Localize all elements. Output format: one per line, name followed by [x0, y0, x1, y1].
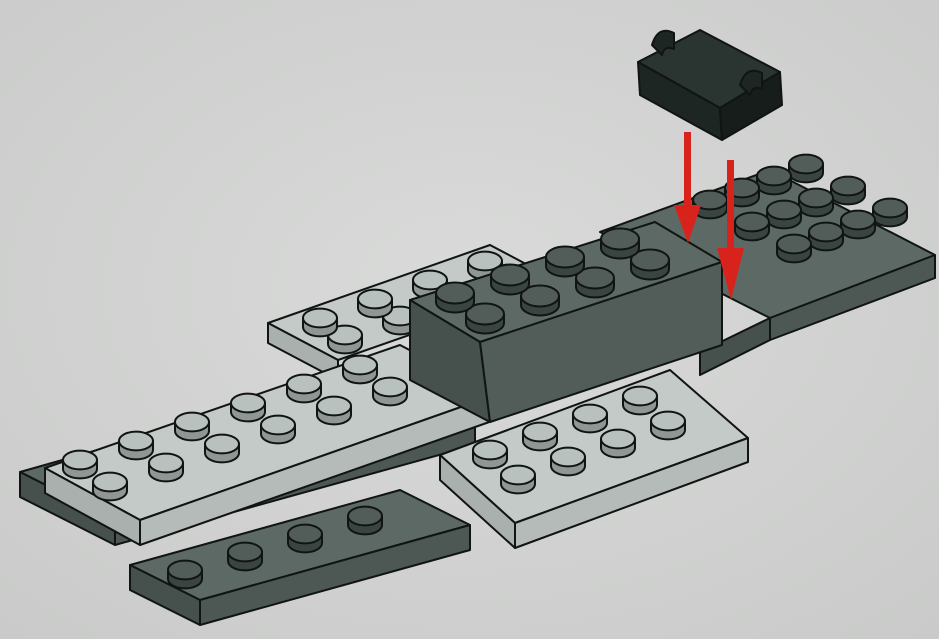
stud: [287, 375, 321, 403]
stud: [63, 451, 97, 479]
stud: [809, 223, 843, 251]
stud: [573, 405, 607, 433]
stud: [303, 309, 337, 337]
stud: [799, 189, 833, 217]
stud: [601, 430, 635, 458]
stud: [651, 412, 685, 440]
stud: [119, 432, 153, 460]
stud: [288, 525, 322, 553]
stud: [205, 435, 239, 463]
stud: [789, 155, 823, 183]
stud: [228, 543, 262, 571]
stud: [546, 247, 584, 277]
stud: [93, 473, 127, 501]
stud: [873, 199, 907, 227]
stud: [343, 356, 377, 384]
stud: [491, 265, 529, 295]
stud: [231, 394, 265, 422]
stud: [348, 507, 382, 535]
stud: [623, 387, 657, 415]
stud: [551, 448, 585, 476]
stud: [373, 378, 407, 406]
stud: [777, 235, 811, 263]
stud: [149, 454, 183, 482]
stud: [693, 191, 727, 219]
stud: [317, 397, 351, 425]
stud: [841, 211, 875, 239]
stud: [436, 283, 474, 313]
stud: [501, 466, 535, 494]
stud: [261, 416, 295, 444]
stud: [523, 423, 557, 451]
stud: [473, 441, 507, 469]
stud: [601, 229, 639, 259]
stud: [735, 213, 769, 241]
stud: [168, 561, 202, 589]
stud: [767, 201, 801, 229]
stud: [175, 413, 209, 441]
stud: [831, 177, 865, 205]
stud: [757, 167, 791, 195]
stud: [358, 290, 392, 318]
